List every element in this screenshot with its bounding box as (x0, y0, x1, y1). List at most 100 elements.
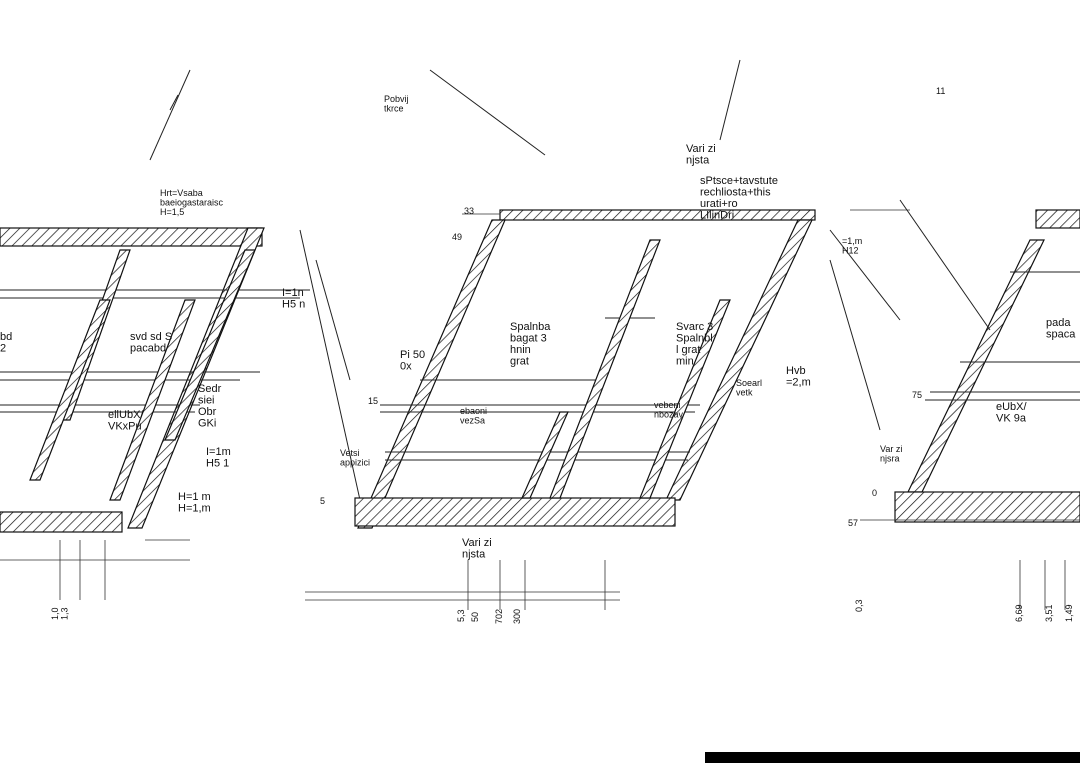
right-bottom-wall (894, 491, 1080, 523)
label-line: bd (0, 331, 12, 343)
label-left-c: ellUbX/VKxPu (108, 409, 144, 433)
label-line: l grat (676, 344, 700, 356)
label-line: njsta (686, 155, 710, 167)
left-top-wall (0, 227, 263, 247)
label-line: pacabd (130, 343, 166, 355)
mid-bottom-wall (354, 497, 676, 527)
label-line: vezSa (460, 415, 485, 425)
label-line: ellUbX/ (108, 409, 144, 421)
left-bottom-wall (0, 511, 123, 533)
label-line: njsra (880, 453, 900, 463)
label-line: Vari zi (686, 143, 716, 155)
label-line: GKi (198, 418, 216, 430)
label-line: bagat 3 (510, 333, 547, 345)
label-line: vetk (736, 387, 753, 397)
label-line: 1,3 (59, 607, 69, 620)
label-line: Spalnbl (676, 333, 713, 345)
label-line: H=1 m (178, 491, 211, 503)
label-line: Vari zi (462, 537, 492, 549)
label-line: 1,0 (50, 607, 60, 620)
dim-bottom-a: 1,01,3 (50, 607, 69, 620)
dim-15: 15 (368, 396, 378, 406)
dim-bottom-i: 0,3 (854, 599, 864, 612)
right-left-wall (907, 239, 1045, 493)
dim-bottom-h: 1,49 (1064, 604, 1074, 622)
label-line: siei (198, 395, 215, 407)
right-top-wall (1035, 209, 1080, 229)
dim-33: 33 (464, 206, 474, 216)
label-line: H=1,5 (160, 207, 184, 217)
dim-5: 5 (320, 496, 325, 506)
dim-49: 49 (452, 232, 462, 242)
label-line: =2,m (786, 377, 811, 389)
label-line: appizici (340, 457, 370, 467)
dim-bottom-d: 702 (494, 609, 504, 624)
right-roof-strokes (829, 199, 991, 431)
label-line: tkrce (384, 103, 404, 113)
label-line: njsta (462, 549, 486, 561)
label-line: Var zi (880, 444, 902, 454)
label-line: H=1,m (178, 503, 211, 515)
mid-right-wall (665, 219, 813, 501)
label-line: grat (510, 356, 529, 368)
dim-11: 11 (936, 86, 945, 96)
left-roof-strokes (149, 69, 361, 501)
dim-bottom-f: 6,69 (1014, 604, 1024, 622)
label-line: I=1n (282, 287, 304, 299)
label-line: Pobvij (384, 94, 409, 104)
dim-57: 57 (848, 518, 858, 528)
label-line: spaca (1046, 329, 1076, 341)
label-line: rechliosta+this (700, 187, 771, 199)
label-line: Soearl (736, 378, 762, 388)
dim-bottom-e: 300 (512, 609, 522, 624)
label-right-c: eUbX/VK 9a (996, 401, 1028, 425)
label-line: VKxPu (108, 421, 142, 433)
label-line: svd sd S (130, 331, 172, 343)
label-line: H5 n (282, 299, 305, 311)
label-line: 2 (0, 343, 6, 355)
left-diagonal-columns (29, 249, 256, 501)
label-line: Hvb (786, 365, 806, 377)
label-line: Sedr (198, 383, 222, 395)
label-line: sPtsce+tavstute (700, 175, 778, 187)
label-line: baeiogastaraisc (160, 197, 224, 207)
label-line: min (676, 356, 694, 368)
label-mid-d: Hvb=2,m (786, 365, 811, 389)
dim-0: 0 (872, 488, 877, 498)
label-line: VK 9a (996, 413, 1027, 425)
label-line: vebeni (654, 400, 681, 410)
label-line: Vetsi (340, 448, 360, 458)
dim-bottom-g: 3,51 (1044, 604, 1054, 622)
label-line: Pi 50 (400, 349, 425, 361)
label-line: H5 1 (206, 458, 229, 470)
dim-75: 75 (912, 390, 922, 400)
label-line: hnin (510, 344, 531, 356)
label-line: Hrt=Vsaba (160, 188, 203, 198)
mid-diagonal-columns (521, 239, 731, 499)
label-line: Obr (198, 406, 217, 418)
label-line: Spalnba (510, 321, 551, 333)
label-line: H12 (842, 245, 859, 255)
